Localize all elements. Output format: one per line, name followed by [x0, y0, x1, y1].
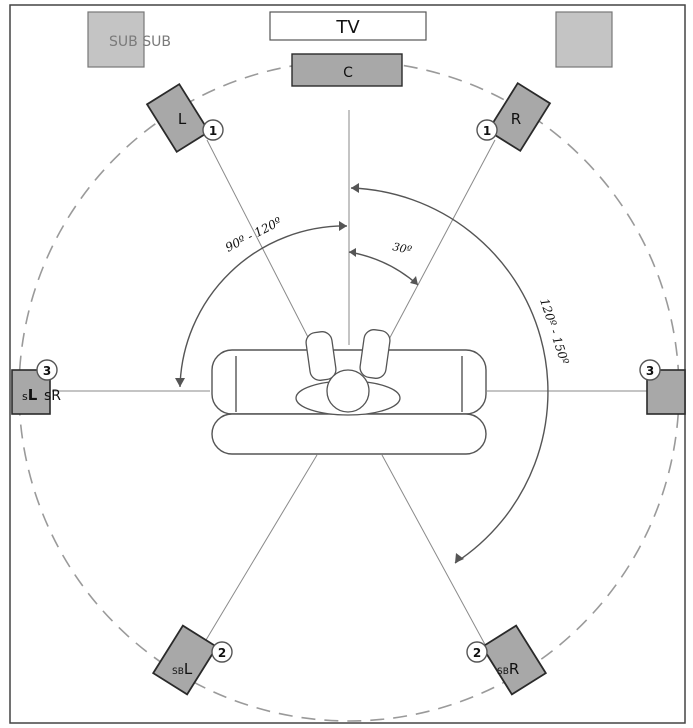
listener-head	[326, 369, 370, 413]
speaker-surround-left-suffix: sR	[44, 388, 61, 404]
badge-surround-left	[36, 359, 58, 381]
arrowhead	[455, 553, 464, 563]
arrowhead	[349, 248, 356, 257]
arrowhead	[175, 378, 185, 387]
speaker-back-right-label: SBR	[497, 660, 519, 678]
speaker-center-label: C	[343, 65, 353, 81]
speaker-front-left	[145, 82, 211, 154]
arc-90-120	[179, 225, 348, 388]
arc-120-150	[350, 187, 549, 564]
badge-back-right-number: 2	[473, 646, 481, 660]
speaker-box	[151, 624, 219, 696]
back-left-line	[199, 454, 318, 651]
speaker-surround-left-label: sL	[22, 386, 38, 404]
badge-back-left-number: 2	[218, 646, 226, 660]
arrowhead	[351, 183, 359, 193]
label-prefix: SB	[172, 667, 184, 677]
speaker-back-right	[480, 624, 548, 696]
speaker-front-left-label: L	[178, 110, 187, 128]
subwoofer-label: SUB SUB	[109, 34, 171, 50]
label-main: L	[28, 386, 38, 404]
badge-surround-right-number: 3	[646, 364, 654, 378]
arrowhead	[339, 221, 347, 231]
subwoofer-right	[555, 11, 613, 68]
badge-surround-left-number: 3	[43, 364, 51, 378]
label-main: R	[509, 660, 519, 678]
badge-surround-right	[639, 359, 661, 381]
speaker-center	[291, 53, 403, 87]
badge-back-left	[211, 641, 233, 663]
speaker-box	[145, 82, 211, 154]
speaker-back-left-label: SBL	[172, 660, 193, 678]
badge-front-left-number: 1	[209, 124, 217, 138]
label-prefix: SB	[497, 667, 509, 677]
arc-arrowheads	[175, 183, 464, 563]
speaker-front-right-label: R	[511, 110, 521, 128]
speaker-box	[480, 624, 548, 696]
back-right-line	[381, 454, 489, 651]
label-main: L	[184, 660, 193, 678]
front-right-line	[385, 139, 496, 346]
subwoofer-left	[87, 11, 145, 68]
angle-label-front: 30º	[391, 240, 412, 257]
tv-screen	[269, 11, 427, 41]
arrowhead	[410, 276, 418, 285]
front-left-line	[206, 139, 313, 346]
tv-label: TV	[335, 17, 360, 38]
speaker-front-right	[486, 81, 552, 153]
listener-leg-left	[305, 331, 337, 381]
badge-front-right-number: 1	[483, 124, 491, 138]
sofa-seat	[211, 413, 487, 455]
listener-leg-right	[359, 329, 391, 379]
label-prefix: s	[22, 390, 28, 403]
speaker-direction-lines	[52, 110, 650, 651]
speaker-back-left	[151, 624, 219, 696]
badge-front-right	[476, 119, 498, 141]
speaker-box	[486, 81, 552, 153]
badge-front-left	[202, 119, 224, 141]
listener-figure	[295, 329, 401, 416]
badge-back-right	[466, 641, 488, 663]
